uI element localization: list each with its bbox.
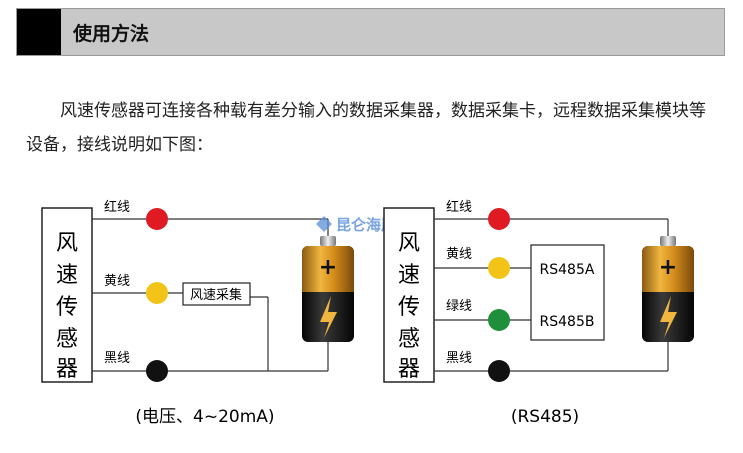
right-sensor-char-5: 器 xyxy=(398,357,420,382)
right-yellow-label: 黄线 xyxy=(446,247,472,262)
left-yellow-label: 黄线 xyxy=(104,274,130,289)
watermark-text: 昆仑海岸 xyxy=(336,216,396,234)
rs485-box xyxy=(530,244,605,341)
left-sensor-char-2: 速 xyxy=(56,263,78,288)
rs485a-label: RS485A xyxy=(540,262,595,278)
right-red-terminal xyxy=(488,208,510,230)
right-green-label: 绿线 xyxy=(446,299,472,314)
watermark-logo: 昆仑海岸 xyxy=(316,216,396,234)
svg-text:+: + xyxy=(659,255,677,280)
right-diagram: 风 速 传 感 器 红线 黄线 绿线 黑线 RS485A RS485B xyxy=(383,199,694,427)
section-title: 使用方法 xyxy=(73,23,150,45)
intro-paragraph: 风速传感器可连接各种载有差分输入的数据采集器，数据采集卡，远程数据采集模块等设备… xyxy=(26,101,706,155)
rs485b-label: RS485B xyxy=(540,314,595,330)
left-collector-label: 风速采集 xyxy=(190,287,242,303)
right-sensor-char-1: 风 xyxy=(398,231,420,256)
left-red-terminal xyxy=(146,208,168,230)
left-black-label: 黑线 xyxy=(104,351,130,366)
left-sensor-char-4: 感 xyxy=(56,327,78,352)
left-sensor-box xyxy=(41,207,93,383)
right-yellow-terminal xyxy=(488,257,510,279)
left-caption: (电压、4~20mA) xyxy=(135,407,274,427)
header-marker xyxy=(17,9,61,55)
section-header: 使用方法 xyxy=(16,8,725,56)
right-battery-icon: + xyxy=(642,236,694,342)
right-sensor-char-4: 感 xyxy=(398,327,420,352)
left-sensor-char-5: 器 xyxy=(56,357,78,382)
left-yellow-terminal xyxy=(146,282,168,304)
left-red-label: 红线 xyxy=(104,199,130,215)
right-caption: (RS485) xyxy=(511,407,579,427)
right-sensor-box xyxy=(383,207,435,383)
right-green-terminal xyxy=(488,309,510,331)
svg-text:+: + xyxy=(319,255,337,280)
left-sensor-char-1: 风 xyxy=(56,231,78,256)
right-black-terminal xyxy=(488,360,510,382)
right-black-label: 黑线 xyxy=(446,351,472,366)
left-diagram: 风 速 传 感 器 红线 黄线 黑线 风速采集 + xyxy=(41,199,354,427)
left-sensor-char-3: 传 xyxy=(56,295,78,320)
right-sensor-char-3: 传 xyxy=(398,295,420,320)
right-sensor-char-2: 速 xyxy=(398,263,420,288)
left-collector-box xyxy=(182,282,251,306)
left-battery-icon: + xyxy=(302,236,354,342)
left-black-terminal xyxy=(146,360,168,382)
right-red-label: 红线 xyxy=(446,199,472,215)
